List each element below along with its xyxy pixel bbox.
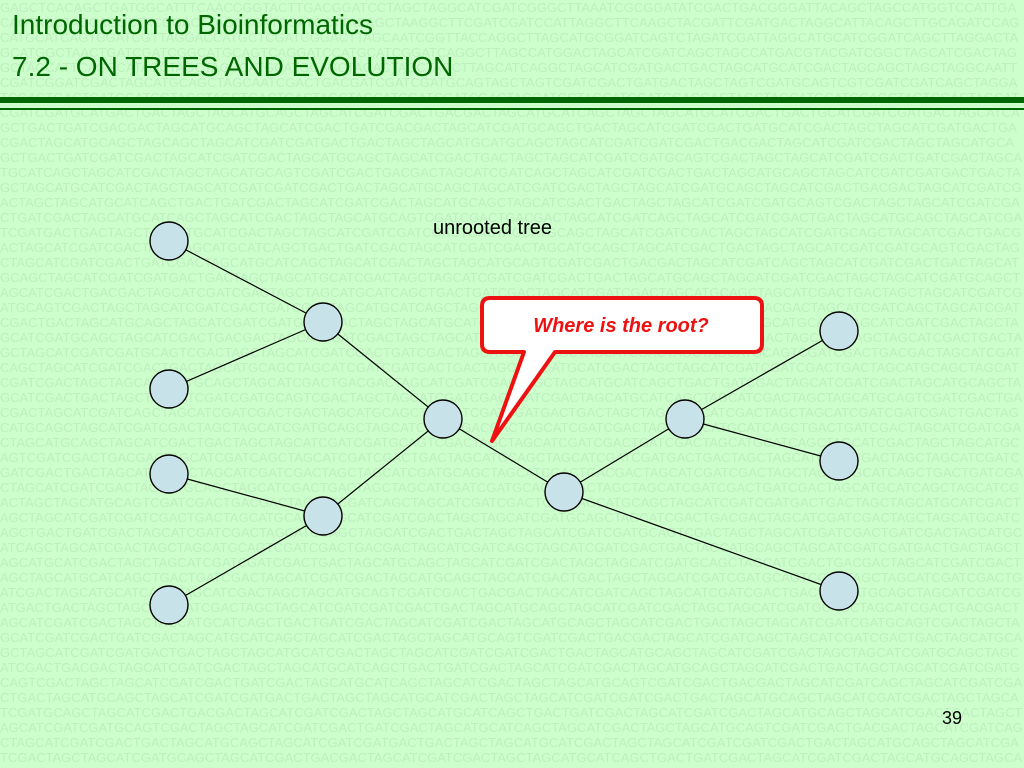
internal-node bbox=[544, 472, 584, 512]
edge bbox=[684, 418, 840, 462]
edge bbox=[684, 330, 840, 420]
diagram-label: unrooted tree bbox=[433, 217, 552, 239]
edge bbox=[563, 491, 840, 592]
leaf-node bbox=[819, 571, 859, 611]
edge bbox=[322, 418, 444, 517]
leaf-node bbox=[149, 369, 189, 409]
edge bbox=[442, 418, 565, 493]
title-divider-thick bbox=[0, 97, 1024, 103]
edge bbox=[168, 240, 324, 323]
edge bbox=[322, 321, 444, 420]
page-number: 39 bbox=[941, 708, 962, 728]
tree-nodes bbox=[149, 221, 859, 625]
edge bbox=[168, 473, 324, 517]
slide-title: Introduction to Bioinformatics bbox=[12, 9, 374, 40]
root-callout-bubble bbox=[480, 296, 764, 443]
internal-node bbox=[423, 399, 463, 439]
edge bbox=[563, 418, 686, 493]
edge bbox=[168, 515, 324, 606]
tree-edges bbox=[168, 240, 840, 606]
title-divider-thin bbox=[0, 108, 1024, 110]
internal-node bbox=[303, 496, 343, 536]
leaf-node bbox=[149, 221, 189, 261]
leaf-node bbox=[149, 454, 189, 494]
leaf-node bbox=[819, 311, 859, 351]
leaf-node bbox=[819, 441, 859, 481]
internal-node bbox=[665, 399, 705, 439]
callout-text: Where is the root? bbox=[533, 315, 709, 337]
slide-subtitle: 7.2 - ON TREES AND EVOLUTION bbox=[12, 51, 454, 82]
internal-node bbox=[303, 302, 343, 342]
edge bbox=[168, 321, 324, 390]
leaf-node bbox=[149, 585, 189, 625]
